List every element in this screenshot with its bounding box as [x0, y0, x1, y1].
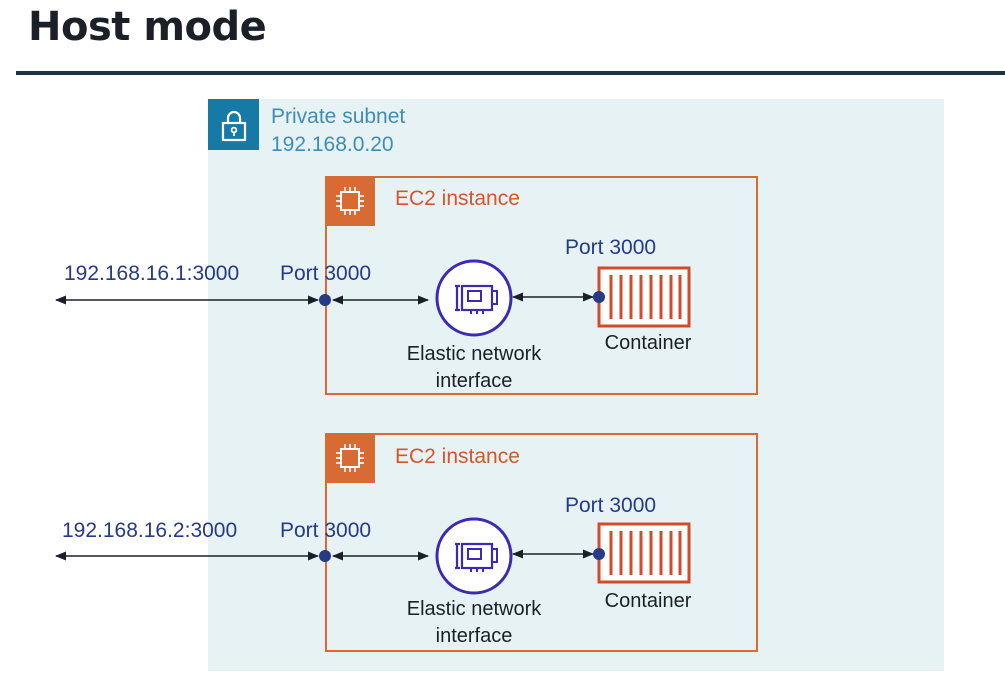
lock-icon [208, 99, 259, 150]
ec2-instance-box-2 [325, 433, 758, 652]
ec2-instance-label: EC2 instance [395, 187, 520, 210]
page-title: Host mode [28, 4, 267, 50]
eni-icon [435, 259, 513, 337]
ec2-chip-icon [325, 433, 375, 483]
subnet-label: Private subnet [271, 105, 406, 128]
ec2-instance-box-1 [325, 176, 758, 395]
external-address-label: 192.168.16.2:3000 [62, 519, 238, 542]
container-label: Container [604, 332, 692, 354]
container-icon [597, 266, 691, 328]
external-address-label: 192.168.16.1:3000 [64, 262, 240, 285]
eni-label-line1: Elastic network [406, 343, 542, 365]
ec2-chip-icon [325, 176, 375, 226]
host-port-dot [319, 550, 331, 562]
container-port-dot [593, 291, 605, 303]
eni-label-line2: interface [435, 370, 513, 392]
ec2-instance-label: EC2 instance [395, 445, 520, 468]
eni-icon [435, 517, 513, 595]
host-port-label: Port 3000 [280, 262, 372, 285]
container-icon [597, 522, 691, 584]
eni-label-line2: interface [435, 625, 513, 647]
container-port-label: Port 3000 [565, 236, 657, 259]
container-port-label: Port 3000 [565, 494, 657, 517]
title-divider [16, 71, 1005, 75]
host-port-label: Port 3000 [280, 519, 372, 542]
eni-label: Elastic network interface [380, 596, 568, 650]
host-port-dot [319, 294, 331, 306]
container-label: Container [604, 590, 692, 612]
eni-label: Elastic network interface [380, 341, 568, 395]
subnet-cidr: 192.168.0.20 [271, 133, 394, 156]
eni-label-line1: Elastic network [406, 598, 542, 620]
container-port-dot [593, 548, 605, 560]
